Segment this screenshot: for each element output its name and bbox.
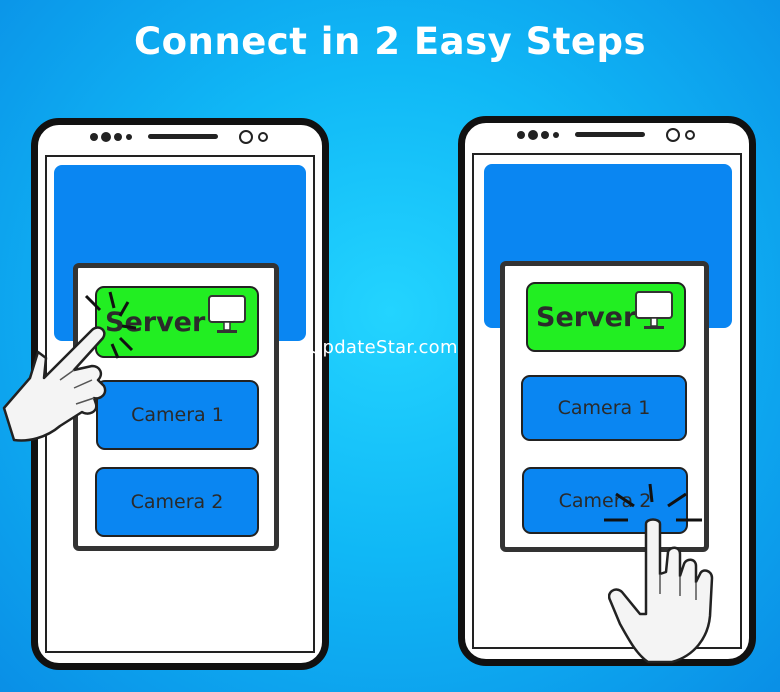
page-title: Connect in 2 Easy Steps [133,20,647,63]
server-button[interactable]: Server [95,286,259,358]
phone-speaker-icon [90,130,268,144]
server-button-label: Server [536,301,637,333]
monitor-icon [635,291,673,329]
tap-burst-icon [84,291,137,359]
camera-1-button[interactable]: Camera 1 [96,380,259,450]
monitor-icon [208,295,246,333]
watermark-text: UpdateStar.com [309,337,458,358]
camera-2-label: Camera 2 [130,491,224,513]
camera-1-label: Camera 1 [131,404,224,426]
camera-2-button[interactable]: Camera 2 [95,467,259,537]
camera-1-button[interactable]: Camera 1 [521,375,687,441]
pointing-hand-icon [2,326,107,442]
camera-1-label: Camera 1 [557,397,651,419]
server-button[interactable]: Server [526,282,686,352]
phone-speaker-icon [517,128,695,142]
tap-burst-icon [604,483,702,522]
camera-2-button[interactable]: Camera 2 [522,467,688,534]
camera-2-label: Camera 2 [558,489,652,512]
pointing-hand-icon [608,518,714,664]
